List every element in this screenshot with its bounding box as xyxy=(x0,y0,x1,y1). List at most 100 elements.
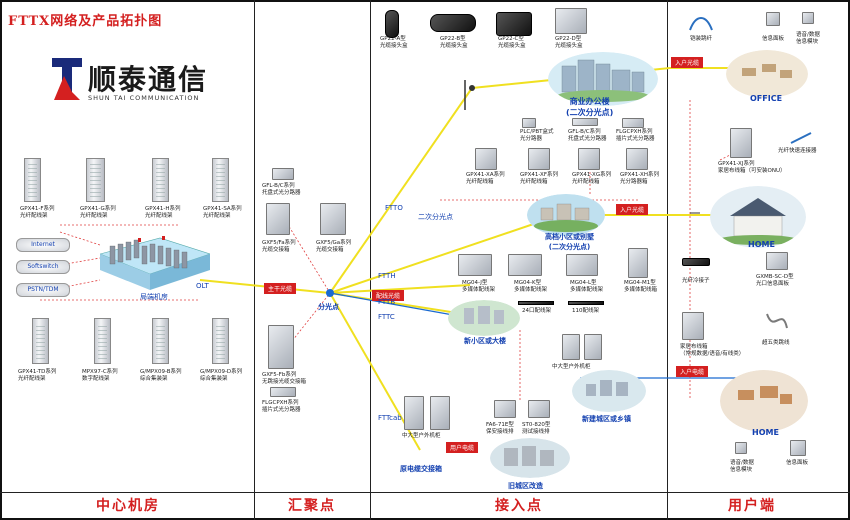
mdf-mg04-k xyxy=(508,254,542,276)
cat5-cable-icon xyxy=(766,313,788,329)
ftth-label: FTTH xyxy=(378,272,396,280)
mdf-mg04-j xyxy=(458,254,492,276)
divider-central-aggregation xyxy=(254,0,255,520)
label-gp22-c: GP22-C型光缆接头盒 xyxy=(498,36,526,49)
home-wiring-box-standard xyxy=(682,312,704,340)
label-gmpx09-b: G/MPX09-B系列综合集装架 xyxy=(140,369,182,382)
network-softswitch: Softswitch xyxy=(16,260,70,274)
label-patch-24: 24口配线架 xyxy=(522,308,551,314)
label-info-panel-bottom: 信息面板 xyxy=(786,460,809,466)
central-room-label: 局端机房 xyxy=(140,293,168,301)
plc-splitter xyxy=(522,118,536,128)
wall-box-xf xyxy=(528,148,550,170)
trunk-cable-tag: 主干光缆 xyxy=(264,283,297,294)
office-building-scene xyxy=(548,52,658,106)
ftto-label: FTTO xyxy=(385,204,403,212)
label-plc: PLC/PBT盒式光分路器 xyxy=(520,129,554,142)
gxf5-fb-cabinet xyxy=(268,325,294,369)
cabinet-mpx97-c xyxy=(94,318,111,364)
logo-subtitle: SHUN TAI COMMUNICATION xyxy=(88,94,200,102)
label-xf: GPX41-XF系列光纤配线箱 xyxy=(520,172,558,185)
cabinet-gpx41-h xyxy=(152,158,169,202)
cabinet-gpx41-f xyxy=(24,158,41,202)
label-voice-module-top: 语音/数据信息模块 xyxy=(796,32,820,45)
label-mg04-m1: MG04-M1型多媒体配线箱 xyxy=(624,280,658,293)
label-gxmb: GXMB-SC-D型光口信息面板 xyxy=(756,274,794,287)
community-scene xyxy=(448,300,520,336)
closure-gp22-c xyxy=(496,12,532,36)
label-mpx97-c: MPX97-C系列数字配线架 xyxy=(82,369,118,382)
user-cable-tag: 用户电缆 xyxy=(446,442,479,453)
label-xa: GPX41-XA系列光纤配线箱 xyxy=(466,172,505,185)
logo-mark-icon xyxy=(52,58,82,100)
new-town-scene xyxy=(572,370,646,412)
office-label: OFFICE xyxy=(750,94,783,103)
st0-test-strip xyxy=(528,400,550,418)
villa-label: 高档小区或别墅(二次分光点) xyxy=(545,233,594,251)
company-logo: 顺泰通信 SHUN TAI COMMUNICATION xyxy=(50,56,250,106)
label-fa6: FA6-71E型保安接线排 xyxy=(486,422,514,435)
wall-box-xh xyxy=(626,148,648,170)
secondary-split-label: 二次分光点 xyxy=(418,213,453,221)
label-flgcpxh-2: FLGCPXH系列插片式光分路器 xyxy=(616,129,655,142)
office-scene xyxy=(726,50,808,98)
label-gpx41-f: GPX41-F系列光纤配线架 xyxy=(20,206,55,219)
outdoor-cabinet-1 xyxy=(562,334,580,360)
armored-jumper-icon xyxy=(689,17,713,31)
label-gpx41-sa: GPX41-SA系列光纤配线架 xyxy=(203,206,242,219)
voice-data-module-top xyxy=(802,12,814,24)
divider-access-user xyxy=(667,0,668,520)
voice-data-module-bottom xyxy=(735,442,747,454)
villa-scene xyxy=(527,194,605,236)
fttcab-label: FTTcab xyxy=(378,414,402,422)
label-gfl-bc: GFL-B/C系列托盘式光分路器 xyxy=(262,183,301,196)
gxf5-fa-cabinet xyxy=(266,203,290,235)
divider-aggregation-access xyxy=(370,0,371,520)
flgcpxh-splitter-2 xyxy=(622,118,644,128)
label-fast-connector: 光纤快速连接器 xyxy=(778,148,817,154)
label-armored-jumper: 铠装跳纤 xyxy=(690,36,713,42)
network-internet: Internet xyxy=(16,238,70,252)
drop-cable-tag-2: 入户光缆 xyxy=(616,204,649,215)
drop-cable-tag-3: 入户电缆 xyxy=(676,366,709,377)
cabinet-gpx41-sa xyxy=(212,158,229,202)
label-xj: GPX41-XJ系列家居布线箱（可安装ONU） xyxy=(718,161,786,174)
fast-connector-icon xyxy=(790,132,812,144)
label-gfl-bc-2: GFL-B/C系列托盘式光分路器 xyxy=(568,129,607,142)
old-town-scene xyxy=(490,438,570,478)
olt-label: OLT xyxy=(196,282,209,290)
label-wiring-box: 家居布线箱（常规数据/语音/有线类） xyxy=(680,344,745,357)
new-town-label: 新建城区或乡镇 xyxy=(582,415,631,423)
gxmb-sc-panel xyxy=(766,252,788,270)
label-gmpx09-d: G/MPX09-D系列综合集装架 xyxy=(200,369,243,382)
label-mg04-l: MG04-L型多媒体配线架 xyxy=(570,280,604,293)
label-gp22-a: GP22-A型光缆接头盒 xyxy=(380,36,408,49)
fttb-label: FTTB xyxy=(378,298,396,306)
label-cold-splice: 光纤冷接子 xyxy=(682,278,710,284)
community-label: 新小区或大楼 xyxy=(464,337,506,345)
section-access: 接入点 xyxy=(495,498,543,514)
mdf-mg04-l xyxy=(566,254,598,276)
cabinet-gpx41-g xyxy=(86,158,105,202)
office-building-label: 商业办公楼(二次分光点) xyxy=(566,97,614,117)
section-aggregation: 汇聚点 xyxy=(288,498,336,514)
label-gpx41-h: GPX41-H系列光纤配线架 xyxy=(145,206,181,219)
label-outdoor-cab: 中大型户外机柜 xyxy=(552,364,591,370)
main-cabinet-1 xyxy=(404,396,424,430)
label-gp22-d: GP22-D型光缆接头盒 xyxy=(555,36,583,49)
label-flgcpxh: FLGCPXH系列插片式光分路器 xyxy=(262,400,301,413)
diagram-title: FTTX网络及产品拓扑图 xyxy=(8,14,163,29)
patch-panel-110 xyxy=(568,301,604,305)
closure-gp22-b xyxy=(430,14,476,32)
home-label-1: HOME xyxy=(748,240,775,249)
section-central: 中心机房 xyxy=(96,498,160,514)
main-cabinet-2 xyxy=(430,396,450,430)
label-main-cabinet: 中大型户外机柜 xyxy=(402,433,441,439)
fttc-label: FTTC xyxy=(378,313,395,321)
central-office-room-icon xyxy=(100,236,210,290)
wall-box-xa xyxy=(475,148,497,170)
info-panel-bottom xyxy=(790,440,806,456)
cabinet-gpx41-td xyxy=(32,318,49,364)
old-town-label: 旧城区改造 xyxy=(508,482,543,490)
